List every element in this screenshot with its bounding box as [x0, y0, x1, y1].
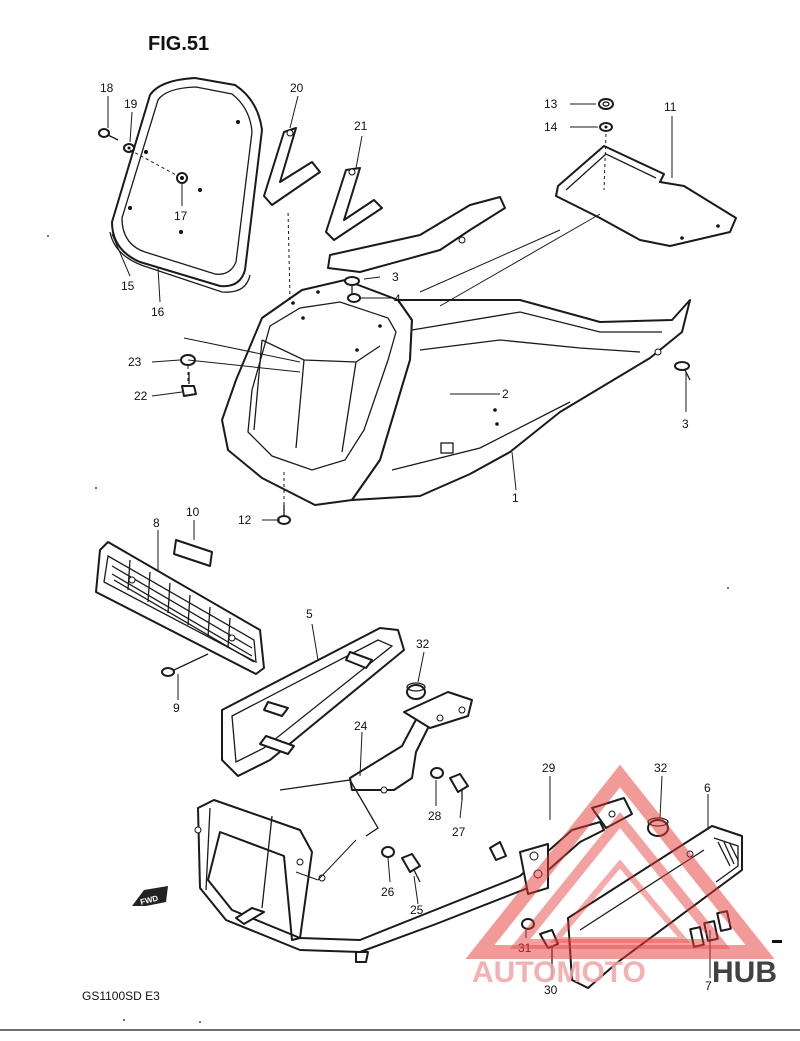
fwd-label: FWD	[139, 894, 159, 907]
screw-18	[98, 128, 119, 141]
callout-2: 2	[502, 387, 509, 401]
washer-19	[123, 143, 135, 153]
callout-12: 12	[238, 513, 252, 527]
watermark-text-hub: HUB	[712, 956, 777, 989]
bracket-20	[263, 127, 321, 206]
bolt-25	[401, 853, 421, 883]
watermark-text-automoto: AUTOMOTO	[472, 956, 646, 989]
bracket-24	[279, 691, 473, 837]
fairing-cowl	[221, 196, 691, 506]
figure-title: FIG.51	[148, 33, 209, 55]
windscreen	[109, 77, 263, 293]
nut-13	[598, 98, 614, 110]
bolt-22	[181, 372, 197, 397]
nut-17	[176, 172, 188, 184]
under-cover-5	[221, 627, 405, 777]
callout-11: 11	[664, 100, 677, 114]
callout-16: 16	[151, 305, 165, 319]
tail-lens-8	[95, 541, 265, 675]
leader-lines	[107, 95, 711, 980]
model-code: GS1100SD E3	[82, 989, 160, 1003]
screw-3-right	[674, 361, 691, 381]
callout-32-right: 32	[654, 761, 668, 775]
callout-9: 9	[173, 701, 180, 715]
callout-24: 24	[354, 719, 368, 733]
watermark-logo: AUTOMOTO HUB	[465, 764, 777, 989]
callout-20: 20	[290, 81, 304, 95]
callout-23: 23	[128, 355, 142, 369]
fairing-stay-frame	[194, 797, 633, 963]
callout-28: 28	[428, 809, 442, 823]
screw-3-top	[344, 276, 360, 296]
callout-7: 7	[705, 979, 712, 993]
callout-6: 6	[704, 781, 711, 795]
callout-27: 27	[452, 825, 466, 839]
tail-cover-11	[555, 145, 737, 247]
washer-4	[347, 293, 361, 303]
washer-28	[430, 767, 444, 779]
callout-32-left: 32	[416, 637, 430, 651]
bolt-27	[449, 773, 469, 800]
callout-17: 17	[174, 209, 188, 223]
screw-12	[277, 505, 291, 525]
callout-29: 29	[542, 761, 556, 775]
callout-13: 13	[544, 97, 558, 111]
callout-4: 4	[394, 292, 401, 306]
callout-3-right: 3	[682, 417, 689, 431]
callout-30: 30	[544, 983, 558, 997]
callout-1: 1	[512, 491, 519, 505]
callout-21: 21	[354, 119, 368, 133]
callout-15: 15	[121, 279, 135, 293]
washer-26	[381, 846, 395, 858]
callout-14: 14	[544, 120, 558, 134]
callout-3-top: 3	[392, 270, 399, 284]
callout-18: 18	[100, 81, 114, 95]
washer-31	[521, 918, 535, 930]
pad-10	[173, 539, 213, 567]
callout-22: 22	[134, 389, 148, 403]
callout-19: 19	[124, 97, 138, 111]
callout-25: 25	[410, 903, 424, 917]
scan-artifacts	[0, 235, 800, 1031]
callout-10: 10	[186, 505, 200, 519]
screw-9	[161, 653, 209, 677]
fwd-arrow-icon: FWD	[132, 886, 168, 907]
rubber-32-left	[406, 682, 426, 700]
callout-8: 8	[153, 516, 160, 530]
washer-14	[599, 122, 613, 132]
callout-26: 26	[381, 885, 395, 899]
bracket-21	[325, 167, 383, 241]
callout-5: 5	[306, 607, 313, 621]
